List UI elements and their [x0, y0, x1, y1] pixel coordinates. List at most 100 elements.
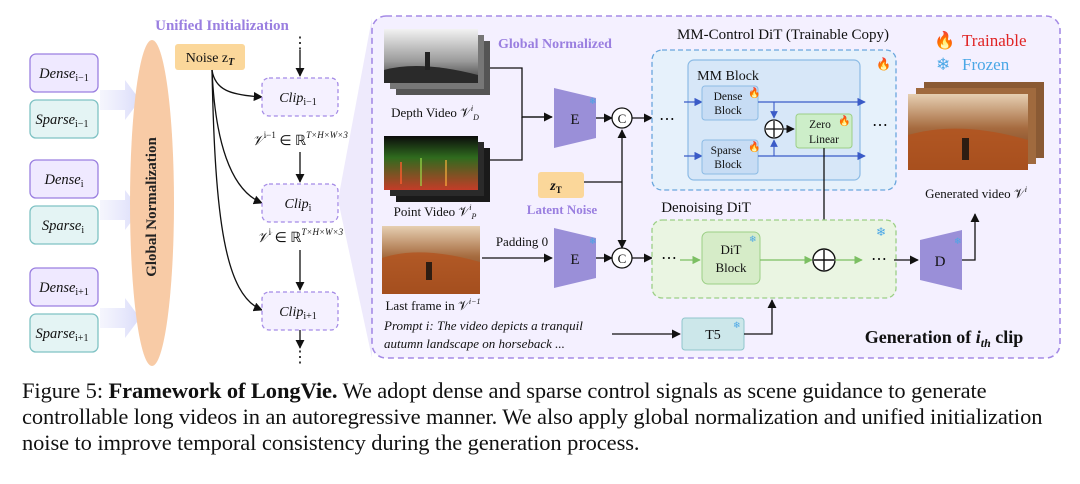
- caption-title: Framework of LongVie.: [108, 378, 338, 403]
- encoder-top: [554, 88, 596, 148]
- dit-block-label-2: Block: [715, 260, 747, 275]
- dim-prev: 𝒱i−1 ∈ ℝT×H×W×3: [252, 130, 348, 149]
- depth-video-stack: [384, 29, 490, 95]
- legend-fire-icon: 🔥: [934, 30, 955, 50]
- dense-label: Densei−1: [38, 66, 89, 84]
- ellipsis-right: ⋯: [872, 117, 888, 134]
- sparse-block-label-2: Block: [714, 159, 742, 171]
- generated-video-stack: [908, 82, 1044, 170]
- zero-linear-label-1: Zero: [809, 119, 831, 131]
- point-to-encoder: [490, 117, 523, 161]
- sparse-label: Sparsei: [42, 218, 84, 236]
- fade-arrow: [100, 80, 140, 120]
- decoder-to-video: [962, 213, 980, 261]
- latent-noise-z: zT: [549, 179, 561, 195]
- caption-text: We adopt dense and sparse control signal…: [22, 378, 1043, 455]
- ellipsis-left: ⋯: [659, 111, 675, 128]
- sparse-label: Sparsei+1: [36, 326, 89, 344]
- denoising-panel: [651, 219, 897, 299]
- frozen-icon: ❄: [589, 96, 597, 106]
- dense-box: [29, 267, 99, 307]
- latent-noise-label: Latent Noise: [527, 202, 598, 217]
- dit-block: [701, 231, 761, 285]
- prompt-line-1: Prompt i: The video depicts a tranquil: [383, 318, 583, 333]
- legend-frozen: Frozen: [962, 55, 1010, 74]
- global-normalized-label: Global Normalized: [498, 37, 612, 52]
- dense-box: [29, 159, 99, 199]
- padding-label: Padding 0: [496, 234, 548, 249]
- zero-linear-label-2: Linear: [809, 134, 839, 146]
- sparse-box: [29, 313, 99, 353]
- global-normalization-label: Global Normalization: [144, 137, 160, 277]
- t5-to-dit: [744, 299, 777, 335]
- frozen-icon: ❄: [876, 225, 886, 239]
- frozen-icon: ❄: [589, 236, 597, 246]
- frozen-icon: ❄: [954, 236, 962, 246]
- clip-box-current: [261, 183, 339, 223]
- clip-label-current: Clipi: [285, 197, 312, 214]
- fade-arrow: [100, 298, 140, 338]
- sparse-block: [701, 139, 759, 175]
- dit-ellipsis-right: ⋯: [871, 251, 887, 268]
- input-pair-next: Densei+1 Sparsei+1: [29, 267, 99, 353]
- generated-video-label: Generated video 𝒱i: [925, 185, 1027, 201]
- fire-icon: 🔥: [876, 57, 891, 71]
- dim-current: 𝒱i ∈ ℝT×H×W×3: [257, 227, 344, 246]
- noise-box: [175, 44, 245, 70]
- clip-label-prev: Clipi−1: [279, 91, 317, 108]
- frozen-icon: ❄: [749, 234, 757, 244]
- sparse-box: [29, 99, 99, 139]
- dit-ellipsis-left: ⋯: [661, 250, 677, 267]
- figure-caption: Figure 5: Framework of LongVie. We adopt…: [22, 378, 1062, 456]
- encoder-bottom-label: E: [570, 252, 579, 268]
- framework-figure: Densei−1 Sparsei−1 Densei Sparsei Densei…: [29, 15, 1061, 366]
- clip-box-prev: [261, 77, 339, 117]
- encoder-top-label: E: [570, 112, 579, 128]
- point-video-label: Point Video 𝒱iP: [394, 203, 477, 221]
- sparse-box: [29, 205, 99, 245]
- fire-icon: 🔥: [748, 86, 760, 99]
- denoising-dit-title: Denoising DiT: [661, 200, 751, 216]
- dense-box: [29, 53, 99, 93]
- input-pair-prev: Densei−1 Sparsei−1: [29, 53, 99, 139]
- concat-bottom-label: C: [618, 251, 627, 266]
- dense-block-label-2: Block: [714, 105, 742, 117]
- noise-arrow-2: [211, 69, 263, 205]
- fade-arrow: [100, 190, 140, 230]
- noise-arrow-3: [211, 69, 263, 312]
- dense-label: Densei: [43, 172, 83, 190]
- dots-bottom: ⋮: [292, 349, 308, 366]
- frozen-icon: ❄: [733, 320, 741, 330]
- noise-arrow-1: [211, 69, 263, 102]
- generation-title: Generation of ith clip: [865, 327, 1024, 350]
- legend-snow-icon: ❄: [936, 55, 950, 74]
- input-pair-current: Densei Sparsei: [29, 159, 99, 245]
- clip-label-next: Clipi+1: [279, 305, 317, 322]
- dots-top: ⋮: [292, 35, 308, 52]
- legend-trainable: Trainable: [962, 31, 1027, 50]
- input-group: Densei−1 Sparsei−1 Densei Sparsei Densei…: [29, 53, 140, 353]
- global-normalization-ellipse: [130, 40, 174, 366]
- last-frame-label: Last frame in 𝒱i−1: [385, 297, 480, 313]
- t5-label: T5: [705, 328, 721, 343]
- sparse-block-label-1: Sparse: [711, 145, 742, 157]
- depth-video-label: Depth Video 𝒱iD: [391, 104, 479, 122]
- caption-label: Figure 5:: [22, 378, 109, 403]
- dense-label: Densei+1: [38, 280, 89, 298]
- latent-noise-box: [538, 172, 584, 198]
- unified-init-label: Unified Initialization: [155, 18, 289, 34]
- decoder: [920, 230, 962, 290]
- point-video-stack: [384, 136, 490, 202]
- dense-block: [701, 85, 759, 121]
- dense-block-label-1: Dense: [714, 91, 743, 103]
- dit-block-label-1: DiT: [721, 242, 742, 257]
- last-frame-image: [382, 226, 480, 294]
- clip-box-next: [261, 291, 339, 331]
- sparse-label: Sparsei−1: [36, 112, 89, 130]
- concat-top-label: C: [618, 111, 627, 126]
- noise-label: Noise zT: [186, 51, 235, 68]
- mm-block-label: MM Block: [697, 69, 759, 84]
- encoder-bottom: [554, 228, 596, 288]
- fire-icon: 🔥: [748, 140, 760, 153]
- mm-control-title: MM-Control DiT (Trainable Copy): [677, 27, 889, 43]
